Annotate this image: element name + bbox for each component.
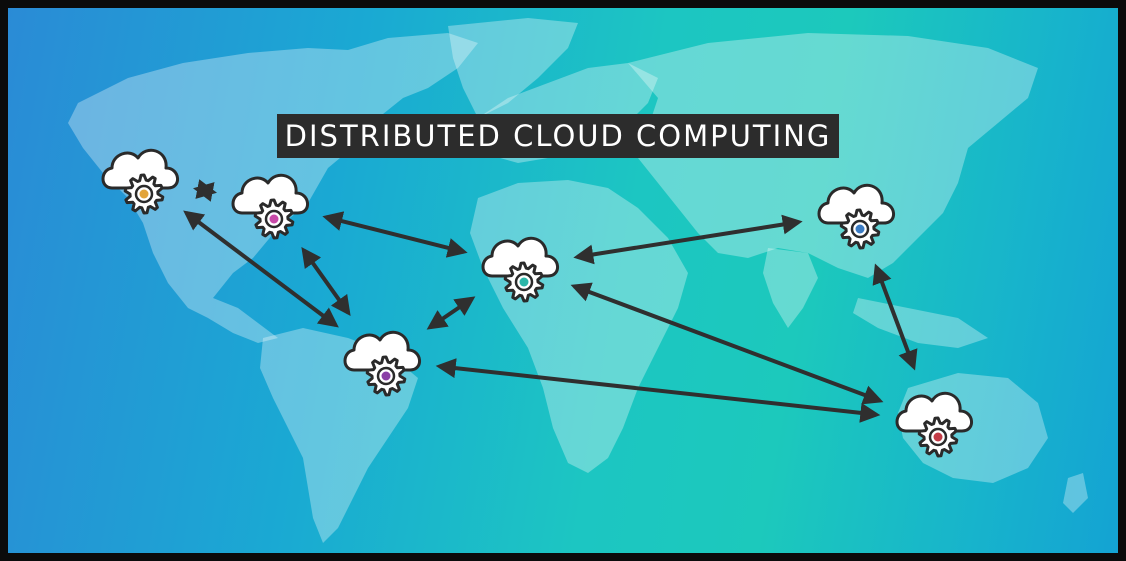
cloud-gear-icon-africa [481, 236, 559, 303]
cloud-icon [895, 391, 973, 433]
arrow-africa-asia [573, 214, 803, 265]
cloud-nodes [101, 148, 973, 458]
node-color-dot [381, 371, 391, 381]
cloud-icon [343, 330, 421, 372]
cloud-icon [481, 236, 559, 278]
node-color-dot [933, 432, 943, 442]
cloud-gear-icon-west-north-america [101, 148, 179, 215]
arrow-east-north-america-south-america [301, 246, 351, 317]
node-color-dot [139, 189, 149, 199]
node-color-dot [519, 277, 529, 287]
arrow-west-north-america-east-north-america [193, 179, 217, 202]
connection-arrows [183, 179, 918, 423]
title-banner: DISTRIBUTED CLOUD COMPUTING [277, 114, 839, 158]
node-color-dot [855, 224, 865, 234]
greenland-landmass [448, 18, 578, 118]
arrow-east-north-america-africa [322, 211, 468, 258]
africa-landmass [470, 180, 688, 473]
arrow-south-america-australia [435, 358, 881, 423]
world-map-background: DISTRIBUTED CLOUD COMPUTING [8, 8, 1118, 553]
cloud-icon [231, 173, 309, 215]
arrow-south-america-africa [426, 296, 476, 330]
cloud-icon [101, 148, 179, 190]
cloud-gear-icon-asia [817, 183, 895, 250]
arrow-asia-australia [872, 263, 918, 371]
continents [68, 18, 1088, 543]
cloud-gear-icon-east-north-america [231, 173, 309, 240]
india-landmass [763, 248, 818, 328]
southeast-asia-islands [853, 298, 988, 348]
cloud-gear-icon-australia [895, 391, 973, 458]
cloud-icon [817, 183, 895, 225]
new-zealand-landmass [1063, 473, 1088, 513]
world-map [68, 18, 1088, 543]
cloud-gear-icon-south-america [343, 330, 421, 397]
page-title: DISTRIBUTED CLOUD COMPUTING [284, 119, 832, 153]
node-color-dot [269, 214, 279, 224]
